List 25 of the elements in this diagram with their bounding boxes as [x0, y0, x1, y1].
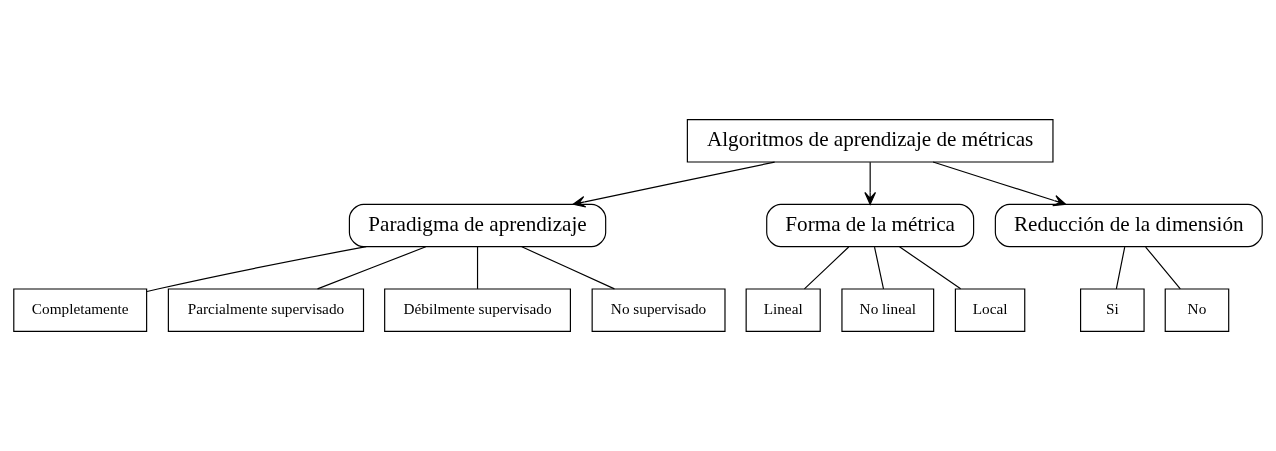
node-box: Parcialmente supervisado — [167, 288, 365, 332]
arrow — [864, 161, 877, 205]
node-box: No lineal — [841, 288, 935, 332]
node-box: Algoritmos de aprendizaje de métricas — [686, 119, 1054, 163]
node-box: No supervisado — [591, 288, 726, 332]
connector — [1145, 246, 1181, 290]
node-box: Si — [1080, 288, 1145, 332]
node-box: Completamente — [13, 288, 148, 332]
connector — [873, 246, 885, 290]
connector — [521, 246, 615, 290]
node-box: Lineal — [745, 288, 821, 332]
arrow — [572, 161, 776, 208]
connector — [1115, 246, 1126, 290]
node-box: Local — [954, 288, 1026, 332]
node-box: No — [1164, 288, 1230, 332]
node-box: Forma de la métrica — [766, 203, 975, 248]
node-box: Reducción de la dimensión — [994, 203, 1263, 248]
arrow — [932, 161, 1067, 207]
connector — [476, 246, 479, 290]
node-box: Paradigma de aprendizaje — [348, 203, 607, 248]
node-box: Débilmente supervisado — [384, 288, 571, 332]
connector — [898, 246, 962, 290]
connector — [316, 246, 427, 290]
connector — [146, 246, 367, 293]
connector — [803, 246, 850, 290]
